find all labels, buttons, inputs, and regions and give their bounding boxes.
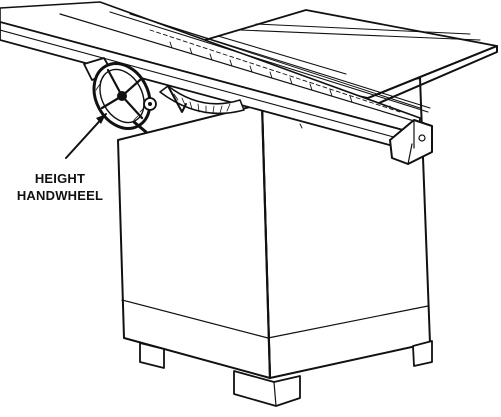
leader-arrowhead <box>96 114 106 124</box>
rail-scale-ticks <box>169 41 353 103</box>
table-extension-front-edge <box>367 45 498 107</box>
cabinet-front-face <box>117 103 271 379</box>
tilt-scale <box>159 85 245 115</box>
handwheel-hub <box>117 91 127 101</box>
saw-cabinet <box>117 77 431 380</box>
height-handwheel-label: HEIGHT HANDWHEEL <box>4 170 116 204</box>
cabinet-feet <box>139 340 433 407</box>
label-line-1: HEIGHT <box>34 171 86 186</box>
callout-leader <box>65 113 107 159</box>
cabinet-front-seam <box>121 299 269 339</box>
label-line-2: HANDWHEEL <box>16 188 104 203</box>
cabinet-corner-edge <box>260 102 272 380</box>
fence-rail <box>0 1 433 165</box>
handwheel-crank-handle <box>132 120 148 134</box>
tilt-pointer <box>167 85 187 113</box>
handwheel-spokes <box>100 68 144 120</box>
foot-front-left <box>139 342 165 369</box>
cabinet-right-seam <box>267 305 429 339</box>
height-handwheel <box>83 57 157 134</box>
foot-right <box>412 340 433 367</box>
